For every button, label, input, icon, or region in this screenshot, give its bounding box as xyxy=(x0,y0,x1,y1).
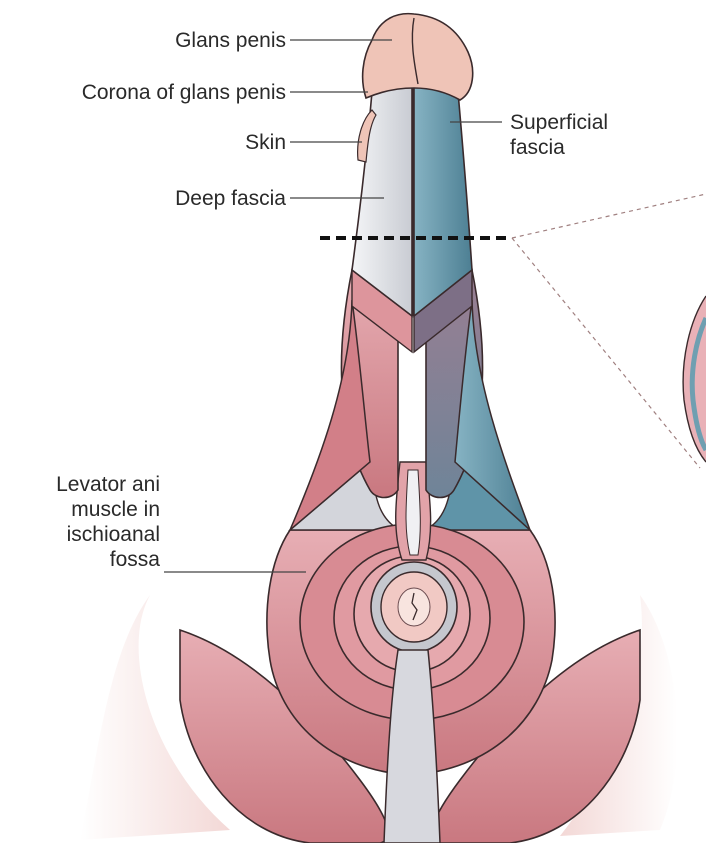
label-corona-of-glans-penis: Corona of glans penis xyxy=(82,80,286,105)
glans-penis-shape xyxy=(363,14,473,100)
label-deep-fascia: Deep fascia xyxy=(175,186,286,211)
guide-line-upper xyxy=(512,194,706,238)
label-skin: Skin xyxy=(245,130,286,155)
label-glans-penis: Glans penis xyxy=(175,28,286,53)
guide-line-lower xyxy=(512,238,700,468)
central-tendon-core xyxy=(406,470,420,555)
label-levator-ani: Levator ani muscle in ischioanal fossa xyxy=(56,472,160,572)
label-superficial-fascia: Superficial fascia xyxy=(510,110,608,160)
